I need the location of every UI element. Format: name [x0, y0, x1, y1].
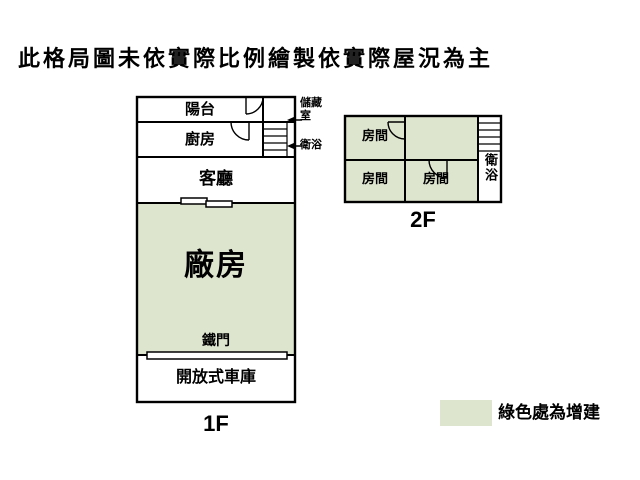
floor2-label: 2F: [410, 207, 436, 232]
bath-label: 衛浴: [482, 153, 498, 183]
factory-green-area: [138, 203, 294, 355]
stairs-hatch-icon: [262, 121, 288, 158]
floor1-plan: [135, 95, 297, 404]
factory-label: 廠房: [184, 249, 248, 282]
door-swing-icon: [387, 121, 406, 140]
iron-gate-symbol: [146, 351, 288, 360]
door-swing-icon: [428, 159, 448, 179]
living-room-label: 客廳: [199, 169, 233, 188]
stairs-hatch-icon: [478, 122, 500, 152]
balcony-label: 陽台: [184, 101, 215, 118]
room-top-left-label: 房間: [361, 128, 388, 143]
storage-arrow-left-icon: [287, 116, 302, 124]
iron-gate-label: 鐵門: [202, 332, 230, 348]
floor2-plan: [343, 114, 503, 204]
room-bottom-left-label: 房間: [361, 171, 388, 186]
bath-arrow-left-icon: [287, 142, 302, 150]
room-bottom-middle-label: 房間: [422, 171, 449, 186]
legend-label: 綠色處為增建: [498, 403, 600, 422]
storage-note-label: 儲藏室: [300, 97, 322, 122]
door-swing-icon: [245, 96, 264, 115]
bath-note-label: 衛浴: [300, 139, 322, 151]
door-swing-icon: [230, 121, 250, 141]
page-title: 此格局圖未依實際比例繪製依實際屋況為主: [18, 46, 494, 71]
kitchen-label: 廚房: [184, 131, 215, 148]
sliding-door-symbol: [180, 197, 233, 208]
floor1-label: 1F: [203, 411, 229, 436]
floor1-outline: [135, 95, 297, 404]
legend-green-swatch: [440, 400, 492, 426]
garage-label: 開放式車庫: [175, 369, 256, 386]
